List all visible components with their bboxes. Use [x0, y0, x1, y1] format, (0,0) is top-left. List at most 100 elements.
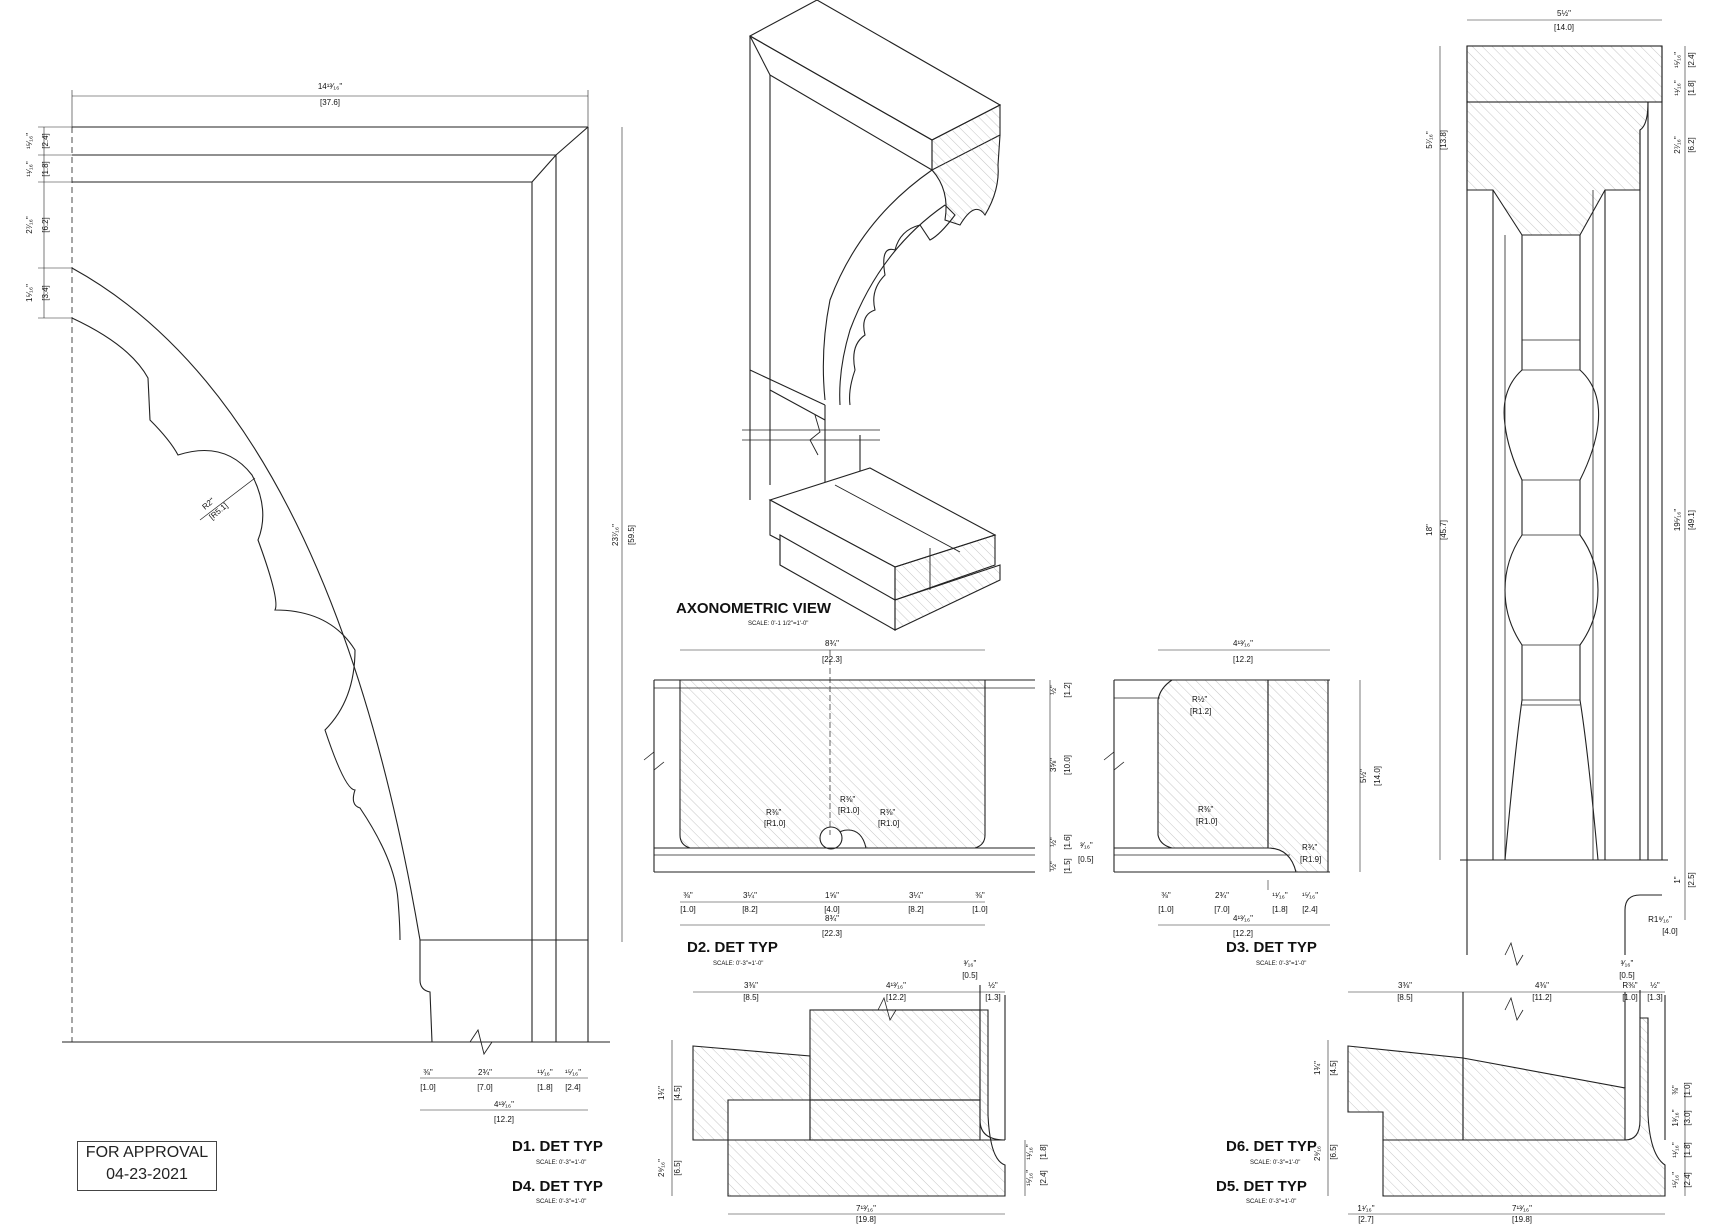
d5-dim-t4: R⅜"	[1622, 981, 1637, 990]
d2-dim-b3: 1⅝"	[825, 891, 839, 900]
elev-dim-right-5-mm: [2.5]	[1687, 872, 1696, 888]
d3-dim-height: 5½"	[1359, 769, 1368, 783]
d1-dim-top: 14¹³⁄₁₆"	[318, 82, 342, 91]
stamp-line-2: 04-23-2021	[106, 1166, 188, 1183]
d4-dim-bottom: 7¹³⁄₁₆"	[856, 1204, 876, 1213]
elev-dim-right-1-mm: [2.4]	[1687, 52, 1696, 68]
d2-dim-r3-mm: [R1.0]	[878, 819, 899, 828]
d4-dim-r2-mm: [2.4]	[1039, 1170, 1048, 1186]
d5-dim-r3: ¹¹⁄₁₆"	[1671, 1142, 1680, 1158]
d1-dim-top-mm: [37.6]	[320, 98, 340, 107]
elev-dim-left-2: 18"	[1425, 524, 1434, 536]
d1-dim-bottom-4-mm: [2.4]	[565, 1083, 581, 1092]
approval-stamp: FOR APPROVAL 04-23-2021	[77, 1141, 217, 1191]
d5-dim-b2-mm: [19.8]	[1512, 1215, 1532, 1224]
d1-dim-bottom-1: ⅜"	[423, 1068, 433, 1077]
d5-dim-b2: 7¹³⁄₁₆"	[1512, 1204, 1532, 1213]
elevation-view	[1439, 19, 1686, 967]
d2-dim-r2-mm: [R1.0]	[838, 806, 859, 815]
elev-dim-top: 5½"	[1557, 9, 1571, 18]
d5-dim-t2: 4⅜"	[1535, 981, 1549, 990]
stamp-line-1: FOR APPROVAL	[85, 1144, 209, 1161]
d1-dim-left-4-mm: [3.4]	[41, 285, 50, 301]
axonometric-view	[742, 0, 1002, 631]
d1-dim-bottom-2-mm: [7.0]	[477, 1083, 493, 1092]
d4-dim-t2-mm: [12.2]	[886, 993, 906, 1002]
d5-dim-l2: 2⁹⁄₁₆"	[1313, 1143, 1322, 1161]
d2-dim-bottom: 8¾"	[825, 914, 839, 923]
elev-dim-left-1: 5⁷⁄₁₆"	[1425, 131, 1434, 149]
d1-dim-bottom-3: ¹¹⁄₁₆"	[537, 1068, 553, 1077]
d1-dim-left-3: 2⁷⁄₁₆"	[25, 216, 34, 234]
d6-scale: SCALE: 0'-3"=1'-0"	[1250, 1160, 1300, 1166]
d5-dim-r4-mm: [2.4]	[1683, 1172, 1692, 1188]
d3-dim-b3-mm: [1.8]	[1272, 905, 1288, 914]
detail-d2-dim-labels: 8¾" [22.3] R⅜" [R1.0] R⅜" [R1.0] R⅜" [R1…	[680, 639, 1093, 938]
d2-dim-right-3-mm: [1.6]	[1063, 834, 1072, 850]
detail-d5-dim-labels: 3⅜" [8.5] 4⅜" [11.2] ³⁄₁₆" [0.5] R⅜" [1.…	[1313, 959, 1692, 1224]
d2-dim-bottom-mm: [22.3]	[822, 929, 842, 938]
d4-dim-t1: 3⅜"	[744, 981, 758, 990]
d5-dim-t5: ½"	[1650, 981, 1660, 990]
d4-scale: SCALE: 0'-3"=1'-0"	[536, 1199, 586, 1205]
d4-dim-t3-mm: [0.5]	[962, 971, 978, 980]
d2-dim-right-5: ³⁄₁₆"	[1080, 841, 1093, 850]
elev-dim-radius: R1⁹⁄₁₆"	[1648, 915, 1672, 924]
elev-dim-right-2: ¹¹⁄₁₆"	[1673, 80, 1682, 96]
d5-dim-t4-mm: [1.0]	[1622, 993, 1638, 1002]
d3-dim-b1-mm: [1.0]	[1158, 905, 1174, 914]
d4-dim-t2: 4¹³⁄₁₆"	[886, 981, 906, 990]
d3-dim-bottom-mm: [12.2]	[1233, 929, 1253, 938]
d3-dim-b3: ¹¹⁄₁₆"	[1272, 891, 1288, 900]
d5-dim-l1-mm: [4.5]	[1329, 1060, 1338, 1076]
d5-dim-b1-mm: [2.7]	[1358, 1215, 1374, 1224]
detail-d5	[1327, 990, 1686, 1215]
d3-dim-top-mm: [12.2]	[1233, 655, 1253, 664]
detail-d1	[38, 90, 623, 1111]
d1-dim-bottom-total-mm: [12.2]	[494, 1115, 514, 1124]
d5-dim-r2: 1³⁄₁₆"	[1671, 1109, 1680, 1126]
elev-dim-right-1: ¹⁵⁄₁₆"	[1673, 52, 1682, 68]
d4-dim-l1: 1¾"	[657, 1086, 666, 1100]
axo-title: AXONOMETRIC VIEW	[676, 600, 832, 617]
d4-dim-l2: 2⁹⁄₁₆"	[657, 1159, 666, 1177]
axo-scale: SCALE: 0'-1 1/2"=1'-0"	[748, 621, 808, 627]
d3-dim-r3: R¾"	[1302, 843, 1317, 852]
d2-title: D2. DET TYP	[687, 939, 778, 956]
d5-dim-r3-mm: [1.8]	[1683, 1142, 1692, 1158]
d3-dim-b2-mm: [7.0]	[1214, 905, 1230, 914]
d3-dim-r1-mm: [R1.2]	[1190, 707, 1211, 716]
d2-dim-b2: 3¼"	[743, 891, 757, 900]
d6-title: D6. DET TYP	[1226, 1138, 1317, 1155]
d2-dim-b1: ⅜"	[683, 891, 693, 900]
d2-dim-top: 8¾"	[825, 639, 839, 648]
elev-dim-right-2-mm: [1.8]	[1687, 80, 1696, 96]
d4-dim-r1-mm: [1.8]	[1039, 1144, 1048, 1160]
d3-dim-r1: R½"	[1192, 695, 1207, 704]
d2-dim-b2-mm: [8.2]	[742, 905, 758, 914]
d1-dim-left-1-mm: [2.4]	[41, 133, 50, 149]
elev-dim-right-3-mm: [6.2]	[1687, 137, 1696, 153]
d4-dim-t3: ³⁄₁₆"	[964, 959, 977, 968]
d3-dim-r3-mm: [R1.9]	[1300, 855, 1321, 864]
d1-dim-bottom-total: 4¹³⁄₁₆"	[494, 1100, 514, 1109]
elev-dim-right-3: 2⁷⁄₁₆"	[1673, 136, 1682, 154]
d4-dim-r2: ¹⁵⁄₁₆"	[1025, 1170, 1034, 1186]
d2-dim-b5: ⅜"	[975, 891, 985, 900]
d5-scale: SCALE: 0'-3"=1'-0"	[1246, 1199, 1296, 1205]
d1-dim-left-2-mm: [1.8]	[41, 161, 50, 177]
elev-dim-right-4-mm: [49.1]	[1687, 510, 1696, 530]
elev-dim-right-4: 19⁵⁄₁₆"	[1673, 509, 1682, 531]
d4-dim-l2-mm: [6.5]	[673, 1160, 682, 1176]
d1-dim-bottom-2: 2¾"	[478, 1068, 492, 1077]
d4-dim-t1-mm: [8.5]	[743, 993, 759, 1002]
d1-dim-left-2: ¹¹⁄₁₆"	[25, 161, 34, 177]
elev-dim-left-2-mm: [45.7]	[1439, 520, 1448, 540]
elev-dim-top-mm: [14.0]	[1554, 23, 1574, 32]
d5-dim-l2-mm: [6.5]	[1329, 1144, 1338, 1160]
d1-dim-left-1: ¹⁵⁄₁₆"	[25, 133, 34, 149]
detail-d2	[643, 649, 1051, 926]
d2-dim-right-5-mm: [0.5]	[1078, 855, 1094, 864]
d2-dim-top-mm: [22.3]	[822, 655, 842, 664]
